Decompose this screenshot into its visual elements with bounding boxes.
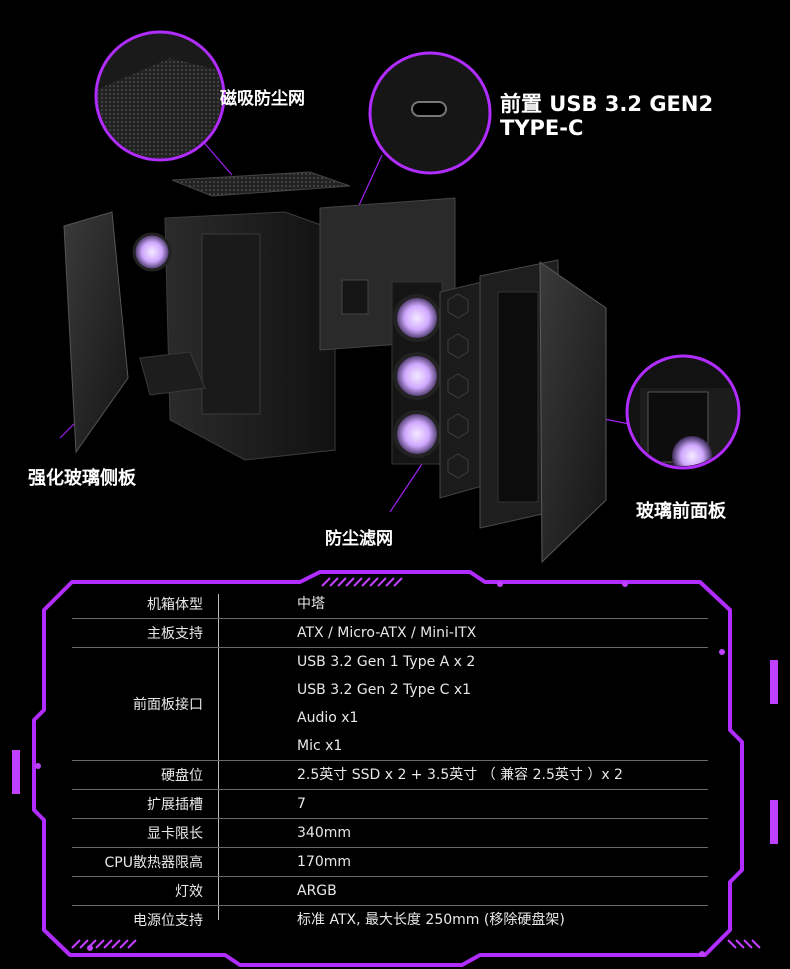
row-value: Audio x1 bbox=[297, 710, 359, 726]
table-row-psu-support: 电源位支持 标准 ATX, 最大长度 250mm (移除硬盘架) bbox=[72, 906, 708, 934]
row-label: 前面板接口 bbox=[133, 697, 203, 713]
table-row-gpu-length: 显卡限长 340mm bbox=[72, 819, 708, 848]
row-value: 170mm bbox=[297, 854, 351, 870]
table-row-front-io: 前面板接口 USB 3.2 Gen 1 Type A x 2 USB 3.2 G… bbox=[72, 648, 708, 761]
row-label: 灯效 bbox=[175, 884, 203, 900]
row-value: 标准 ATX, 最大长度 250mm (移除硬盘架) bbox=[297, 912, 565, 928]
table-row-cpu-cooler-height: CPU散热器限高 170mm bbox=[72, 848, 708, 877]
row-value: 7 bbox=[297, 796, 306, 812]
row-label: 扩展插槽 bbox=[147, 797, 203, 813]
row-value: ATX / Micro-ATX / Mini-ITX bbox=[297, 625, 477, 641]
table-row-case-size: 机箱体型 中塔 bbox=[72, 590, 708, 619]
row-value: 340mm bbox=[297, 825, 351, 841]
row-label: 机箱体型 bbox=[147, 597, 203, 613]
spec-panel: 机箱体型 中塔 主板支持 ATX / Micro-ATX / Mini-ITX … bbox=[0, 570, 790, 969]
row-label: CPU散热器限高 bbox=[104, 855, 203, 871]
callout-magnetic-filter: 磁吸防尘网 bbox=[220, 89, 305, 109]
callout-usb-c-line1: 前置 USB 3.2 GEN2 bbox=[500, 92, 714, 116]
row-value: Mic x1 bbox=[297, 738, 343, 754]
row-value: USB 3.2 Gen 2 Type C x1 bbox=[297, 682, 472, 698]
table-row-expansion-slots: 扩展插槽 7 bbox=[72, 790, 708, 819]
callout-usb-c-line2: TYPE-C bbox=[500, 116, 584, 140]
callout-side-panel: 强化玻璃侧板 bbox=[28, 468, 136, 489]
exploded-view: 磁吸防尘网 前置 USB 3.2 GEN2 TYPE-C 强化玻璃侧板 防尘滤网… bbox=[28, 30, 741, 564]
callout-front-panel: 玻璃前面板 bbox=[636, 501, 726, 522]
row-label: 电源位支持 bbox=[133, 913, 203, 929]
callout-dust-filter: 防尘滤网 bbox=[325, 529, 393, 549]
row-value: 中塔 bbox=[297, 596, 325, 612]
row-value: ARGB bbox=[297, 883, 337, 899]
row-value: USB 3.2 Gen 1 Type A x 2 bbox=[297, 654, 476, 670]
case-exploded-illustration bbox=[59, 30, 741, 564]
table-row-lighting: 灯效 ARGB bbox=[72, 877, 708, 906]
row-label: 显卡限长 bbox=[147, 826, 203, 842]
spec-table: 机箱体型 中塔 主板支持 ATX / Micro-ATX / Mini-ITX … bbox=[72, 590, 708, 934]
spec-frame bbox=[12, 570, 778, 967]
table-row-motherboard: 主板支持 ATX / Micro-ATX / Mini-ITX bbox=[72, 619, 708, 648]
table-row-drive-bays: 硬盘位 2.5英寸 SSD x 2 + 3.5英寸 （ 兼容 2.5英寸 ）x … bbox=[72, 761, 708, 790]
table-divider bbox=[218, 594, 219, 920]
row-label: 硬盘位 bbox=[161, 768, 203, 784]
row-value: 2.5英寸 SSD x 2 + 3.5英寸 （ 兼容 2.5英寸 ）x 2 bbox=[297, 767, 623, 783]
row-label: 主板支持 bbox=[147, 626, 203, 642]
